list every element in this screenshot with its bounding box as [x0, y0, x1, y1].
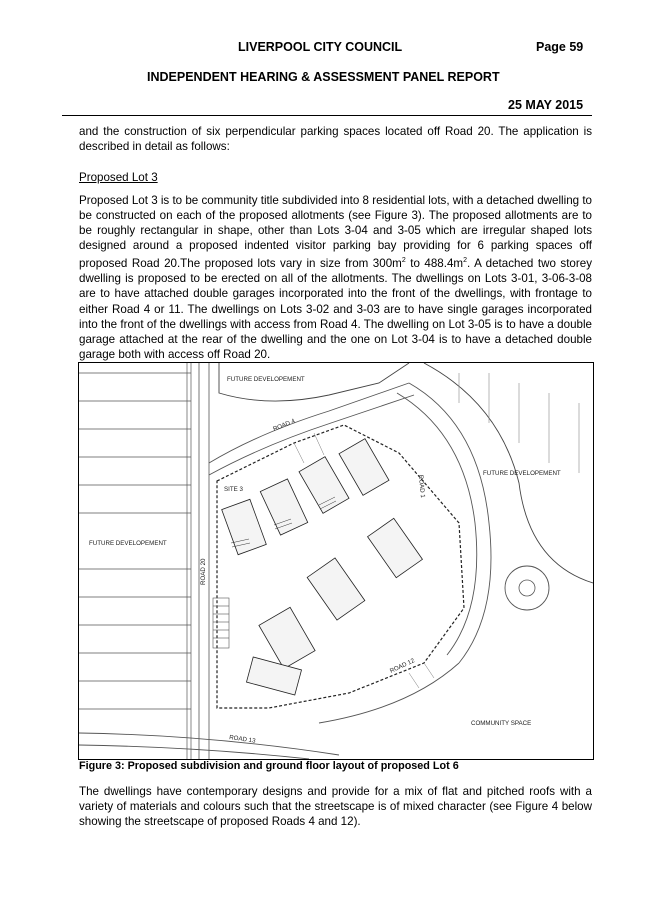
- road-13-curve: [79, 732, 340, 756]
- report-date: 25 MAY 2015: [508, 98, 584, 112]
- road-1-curve: [408, 382, 492, 664]
- council-name: LIVERPOOL CITY COUNCIL: [238, 40, 403, 54]
- label-road-20: ROAD 20: [200, 558, 207, 585]
- dwelling-footprints: [221, 438, 424, 696]
- road-12-curve: [318, 662, 460, 724]
- label-site-3: SITE 3: [224, 486, 243, 493]
- section-heading: Proposed Lot 3: [79, 170, 592, 185]
- parking-bay: [212, 597, 230, 649]
- lot3-text-c: . A detached two storey dwelling is prop…: [79, 257, 592, 361]
- label-road-1: ROAD 1: [417, 475, 426, 499]
- future-right-lots: [458, 373, 580, 473]
- road-4-curve-inner: [208, 394, 415, 476]
- closing-paragraph: The dwellings have contemporary designs …: [79, 785, 592, 829]
- lot3-text-a: Proposed Lot 3 is to be community title …: [79, 194, 592, 271]
- page-number: Page 59: [536, 40, 584, 54]
- road-4-curve: [208, 382, 410, 464]
- label-community-space: COMMUNITY SPACE: [471, 720, 531, 727]
- report-title: INDEPENDENT HEARING & ASSESSMENT PANEL R…: [147, 70, 500, 84]
- label-road-13: ROAD 13: [229, 734, 257, 745]
- roundabout-centre: [518, 579, 536, 597]
- road-13-curve-inner: [79, 744, 310, 759]
- label-future-right: FUTURE DEVELOPEMENT: [483, 470, 561, 477]
- roundabout: [504, 565, 550, 611]
- site-3-parcel: [216, 424, 465, 709]
- garage-hatches: [230, 496, 337, 548]
- site-plan-drawing: FUTURE DEVELOPEMENT FUTURE DEVELOPEMENT …: [79, 363, 593, 759]
- figure-caption: Figure 3: Proposed subdivision and groun…: [79, 760, 459, 772]
- label-future-left: FUTURE DEVELOPEMENT: [89, 540, 167, 547]
- road-verges: [293, 432, 435, 689]
- superscript-2: 2: [463, 257, 467, 265]
- label-road-12: ROAD 12: [389, 657, 416, 675]
- label-road-4: ROAD 4: [272, 418, 296, 433]
- road-1-curve-inner: [396, 392, 478, 656]
- future-right-boundary: [423, 363, 593, 584]
- label-future-top: FUTURE DEVELOPEMENT: [227, 376, 305, 383]
- lot3-paragraph: Proposed Lot 3 is to be community title …: [79, 193, 592, 362]
- superscript-1: 2: [401, 257, 406, 265]
- intro-paragraph: and the construction of six perpendicula…: [79, 125, 592, 154]
- future-top-boundary: [218, 363, 410, 402]
- left-lots: [79, 363, 192, 759]
- header-rule: [62, 115, 592, 116]
- site-plan-figure: FUTURE DEVELOPEMENT FUTURE DEVELOPEMENT …: [78, 362, 594, 760]
- road-20-corridor: [198, 363, 210, 759]
- section-heading-text: Proposed Lot 3: [79, 171, 158, 184]
- lot3-text-b: to 488.4m: [405, 257, 464, 271]
